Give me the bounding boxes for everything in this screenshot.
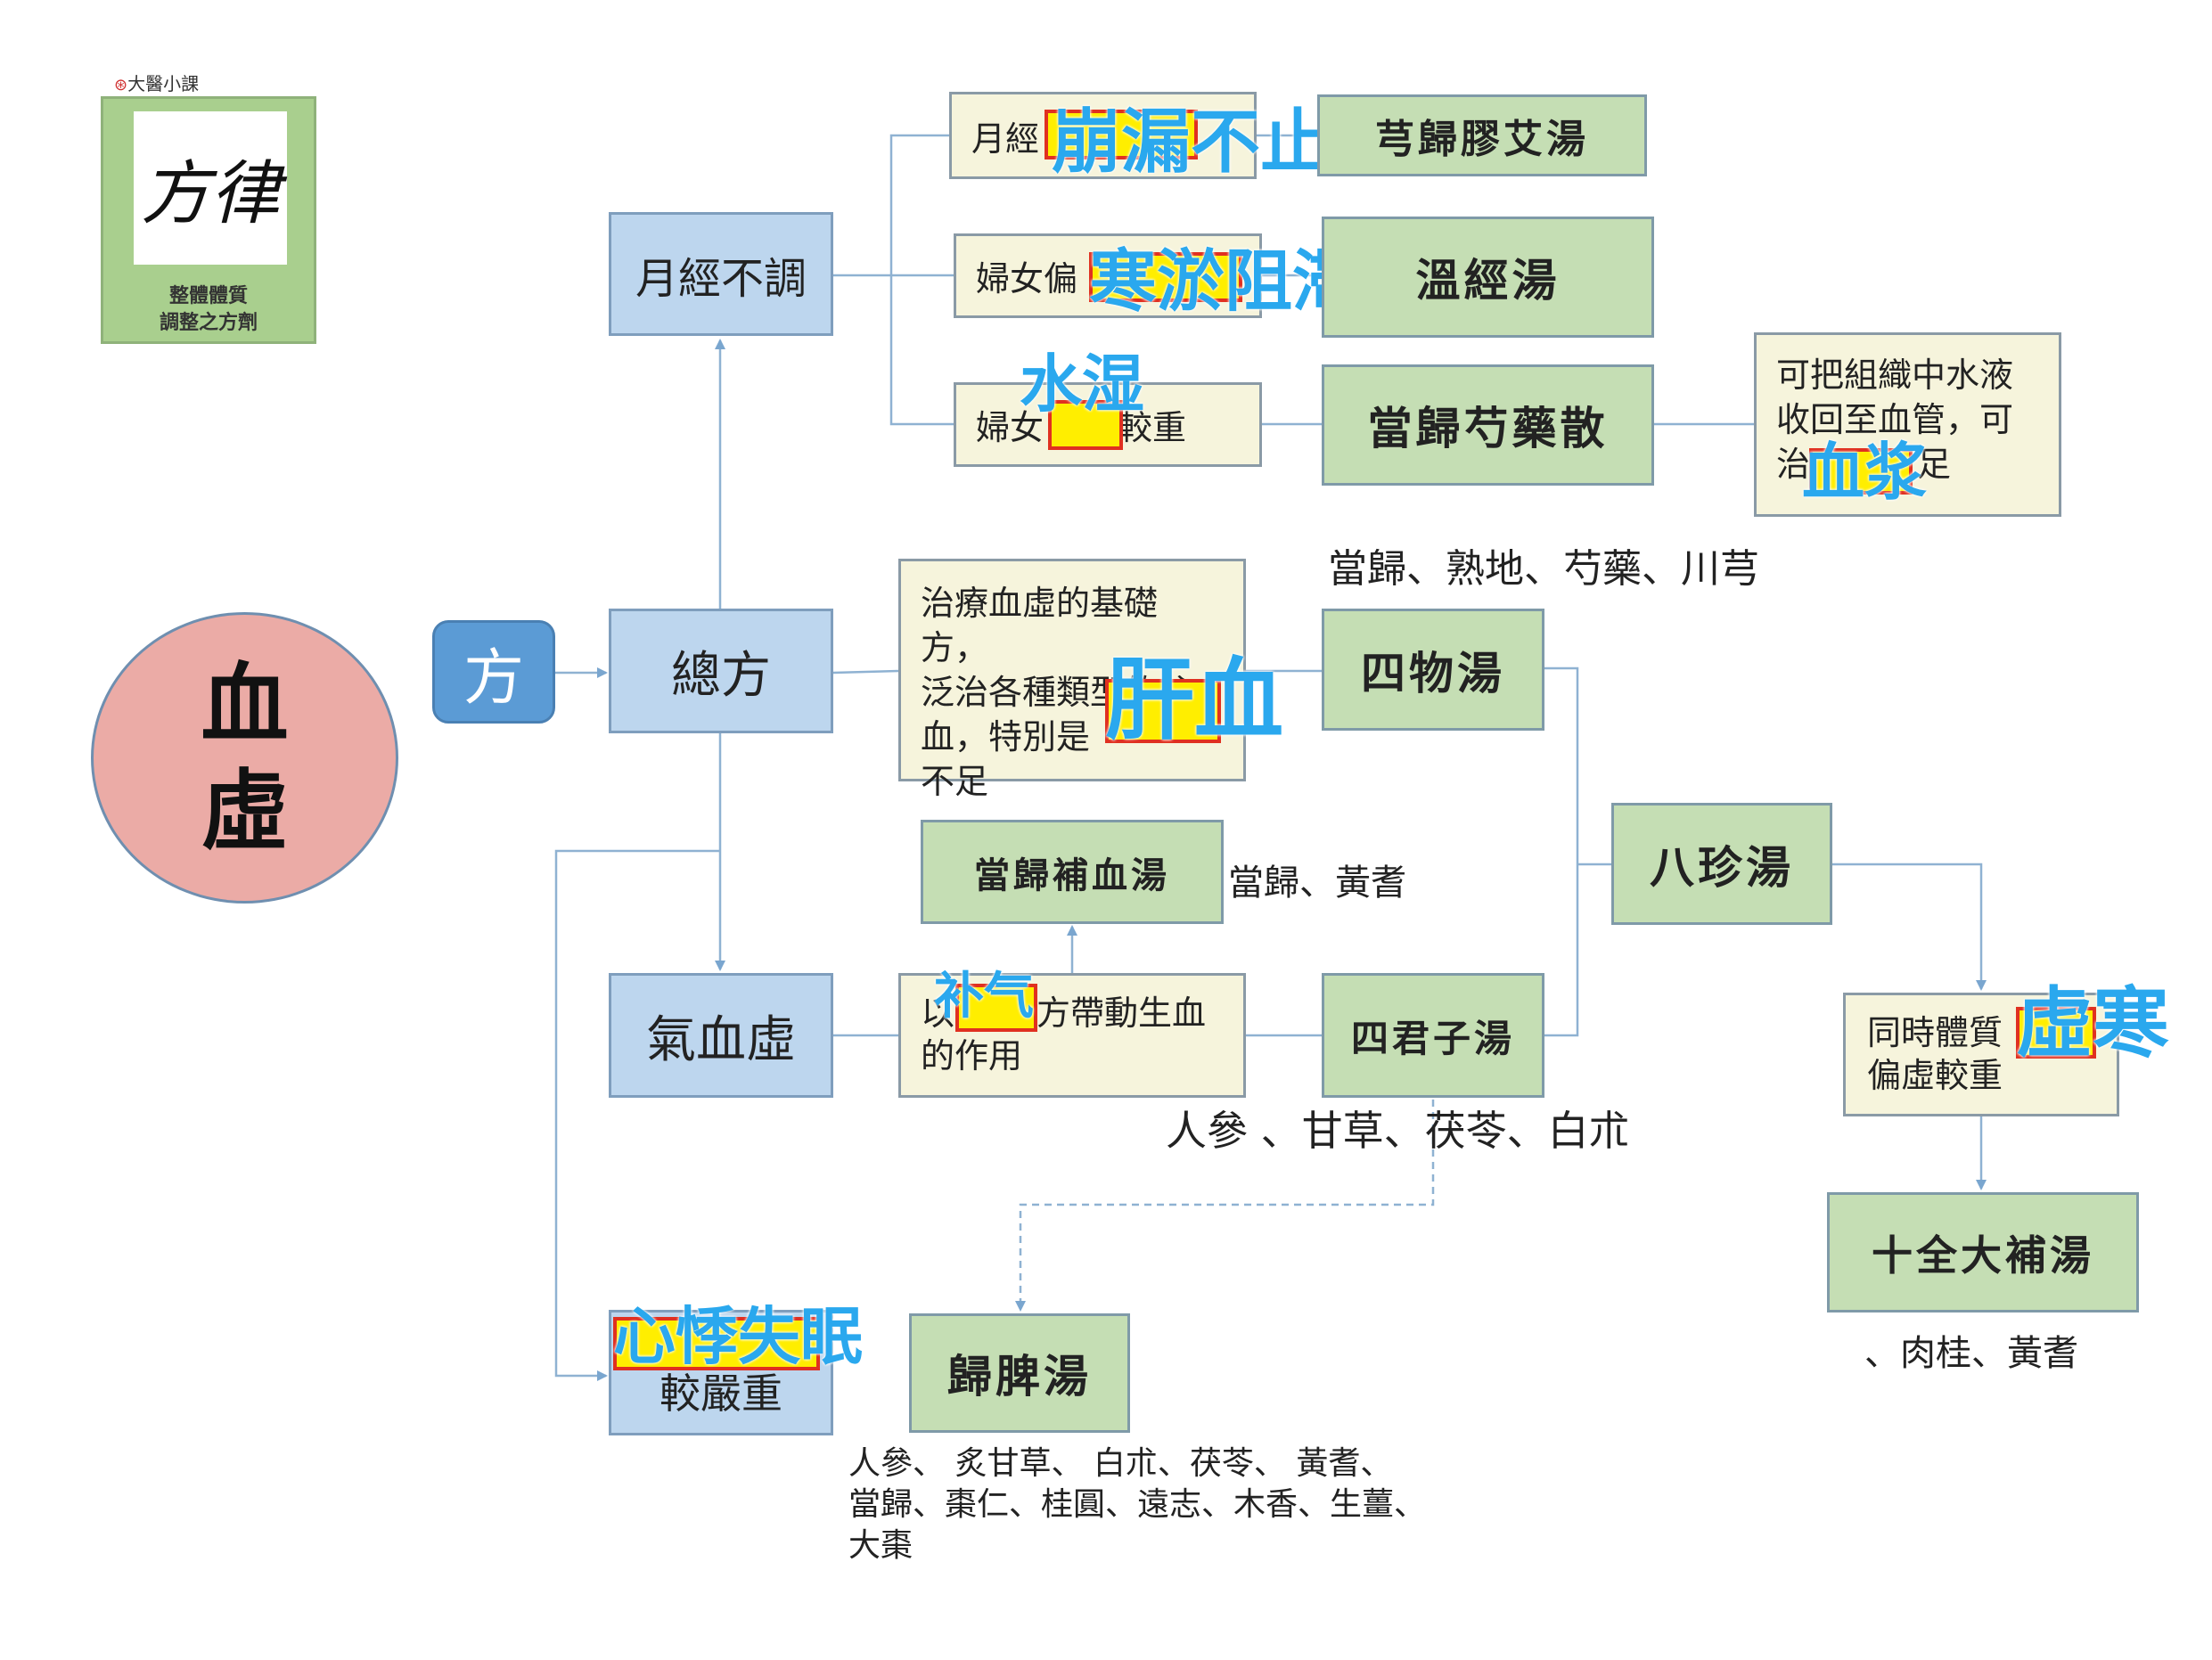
logo-seal-icon: ⊛ bbox=[114, 76, 128, 94]
highlight-2 bbox=[1089, 252, 1242, 302]
dangguibuxue-herbs: 當歸、黃耆 bbox=[1228, 863, 1406, 904]
logo-header: ⊛大醫小課 bbox=[114, 73, 200, 94]
siwu-herbs: 當歸、熟地、芍藥、川芎 bbox=[1328, 546, 1759, 592]
fang-badge: 方 bbox=[432, 620, 555, 724]
dangguishaoyao-note: 可把組織中水液 收回至血管，可 治足 bbox=[1754, 332, 2061, 517]
formula-dangguibuxue: 當歸補血湯 bbox=[921, 820, 1224, 924]
highlight-3 bbox=[1048, 400, 1123, 450]
overlay-hanyu: 寒淤阻滞 bbox=[1089, 241, 1360, 321]
logo-panel: 方律 整體體質 調整之方劑 bbox=[101, 96, 316, 344]
formula-guipi: 歸脾湯 bbox=[909, 1313, 1130, 1433]
overlay-ganxue: 肝血 bbox=[1105, 648, 1283, 752]
formula-siwu: 四物湯 bbox=[1322, 609, 1544, 731]
category-menstrual: 月經不調 bbox=[609, 212, 833, 336]
category-qi-blood: 氣血虛 bbox=[609, 973, 833, 1098]
shiquan-herbs: 、肉桂、黃耆 bbox=[1864, 1333, 2078, 1374]
overlay-xinjishimian: 心悸失眠 bbox=[613, 1300, 863, 1373]
guipi-herbs: 人參、 炙甘草、 白朮、茯苓、 黃耆、 當歸、棗仁、桂圓、遠志、木香、生薑、 大… bbox=[848, 1445, 1427, 1564]
sijunzi-herbs: 人參 、甘草、茯苓、白朮 bbox=[1166, 1107, 1630, 1155]
formula-wenjing: 溫經湯 bbox=[1322, 217, 1654, 338]
formula-shiquandabu: 十全大補湯 bbox=[1827, 1192, 2139, 1312]
formula-sijunzi: 四君子湯 bbox=[1322, 973, 1544, 1098]
root-circle-blood-deficiency: 血 虛 bbox=[91, 612, 398, 904]
highlight-1 bbox=[1045, 110, 1198, 159]
highlight-7 bbox=[2016, 1007, 2096, 1059]
overlay-xuhan: 虛寒 bbox=[2016, 979, 2169, 1068]
highlight-5 bbox=[1105, 679, 1221, 743]
highlight-8 bbox=[613, 1317, 820, 1370]
logo-calligraphy: 方律 bbox=[134, 111, 287, 265]
formula-bazhen: 八珍湯 bbox=[1611, 803, 1832, 925]
formula-xiongguijiaoai: 芎歸膠艾湯 bbox=[1317, 94, 1647, 176]
category-general: 總方 bbox=[609, 609, 833, 733]
overlay-xuejiang: 血浆 bbox=[1802, 436, 1927, 509]
highlight-6 bbox=[955, 984, 1037, 1032]
overlay-shuishi: 水湿 bbox=[1020, 348, 1144, 421]
logo-caption: 整體體質 調整之方劑 bbox=[159, 284, 258, 334]
highlight-4 bbox=[1809, 448, 1913, 495]
siwu-desc: 治療血虛的基礎方， 泛治各種類型的貧 血，特別是 不足 bbox=[898, 559, 1246, 801]
formula-dangguishaoyao: 當歸芍藥散 bbox=[1322, 364, 1654, 486]
sijunzi-desc: 以方帶動生血 的作用 bbox=[898, 973, 1246, 1098]
overlay-buqi: 补气 bbox=[934, 968, 1034, 1026]
overlay-benglou: 崩漏不止 bbox=[1052, 102, 1331, 183]
